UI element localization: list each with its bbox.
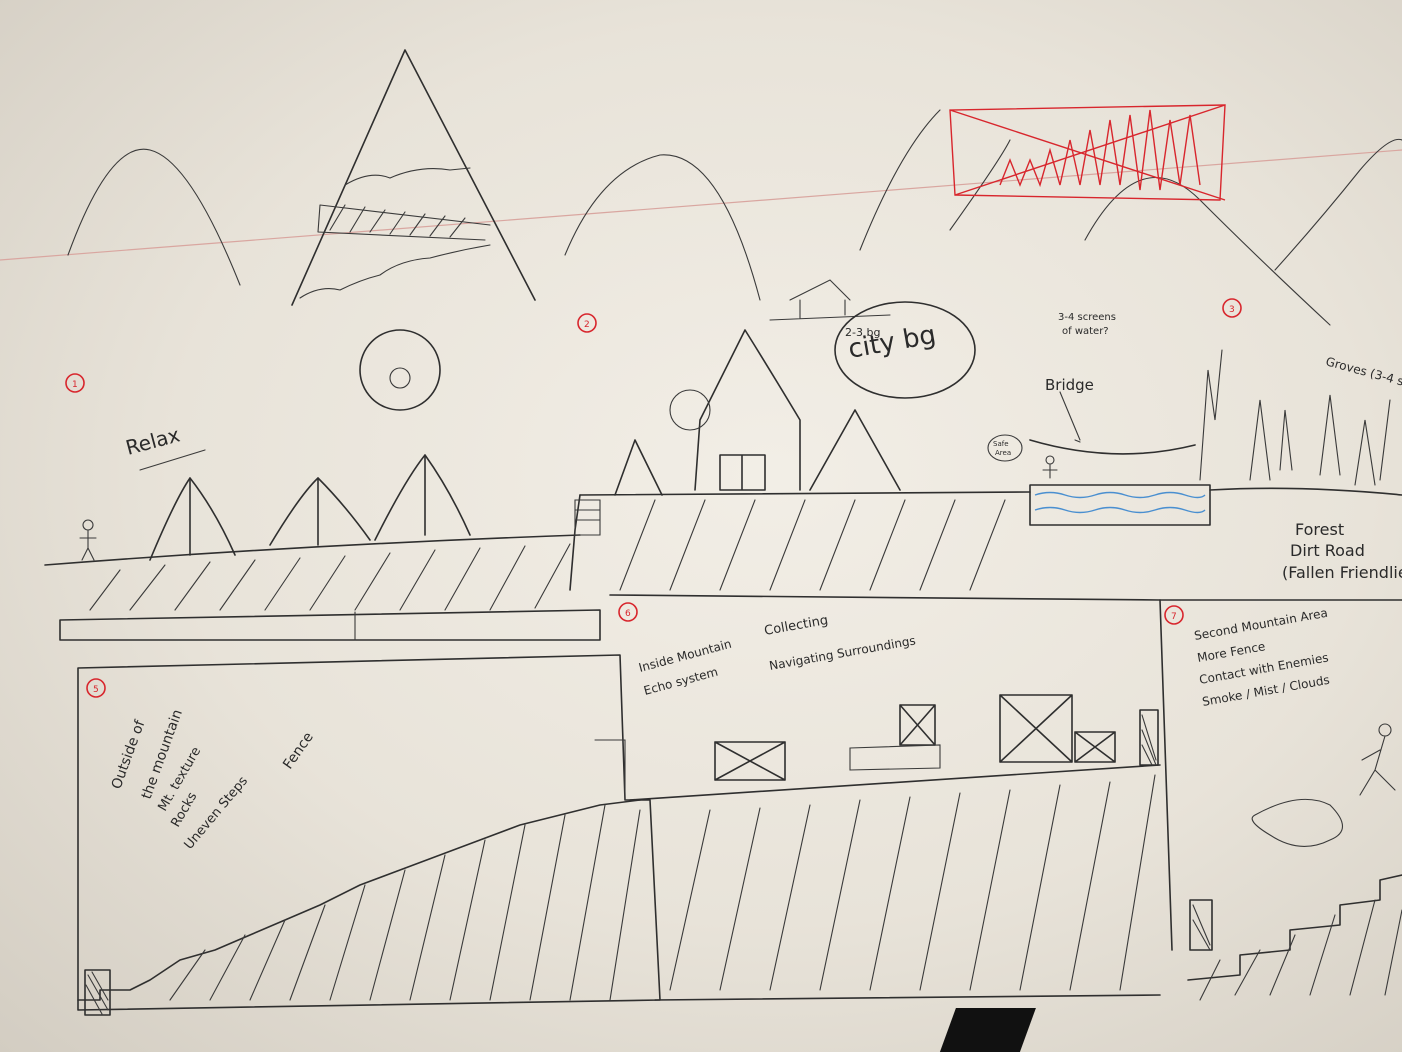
- sign-line-2: Area: [995, 449, 1011, 457]
- scene-7-marker: [1164, 605, 1184, 625]
- forest-label: Forest: [1295, 520, 1344, 539]
- guideline: [0, 149, 1402, 261]
- dirt-road-label: Dirt Road: [1290, 541, 1365, 560]
- safe-area-sign: [987, 434, 1023, 462]
- bg-count-label: 2-3 bg: [845, 326, 880, 339]
- scene-1-camp: Relax: [79, 329, 471, 561]
- scene-6-marker: [618, 602, 638, 622]
- scene-3-number: 3: [1229, 305, 1235, 315]
- scene-2-marker: [577, 313, 597, 333]
- background-mountains: [67, 49, 1402, 326]
- scene-5-panel: Outside of the mountain Mt. texture Rock…: [77, 654, 661, 1016]
- city-bg-bubble: [834, 301, 976, 399]
- collecting-label: Collecting: [763, 613, 829, 639]
- scene-6-panel: Inside Mountain Echo system Collecting N…: [594, 594, 1161, 1001]
- scene-2-city: 2-3 bg city bg: [569, 279, 1031, 591]
- scene-5-line-5: Uneven Steps: [182, 774, 252, 853]
- scene-6-number: 6: [625, 609, 631, 619]
- fence-label: Fence: [280, 729, 317, 772]
- scene-7-line-1: Second Mountain Area: [1193, 606, 1329, 643]
- sign-line-1: Safe: [993, 440, 1009, 448]
- screens-water-line-2: of water?: [1062, 326, 1109, 337]
- screens-water-line-1: 3-4 screens: [1058, 312, 1116, 323]
- bridge-label: Bridge: [1045, 376, 1094, 394]
- scene-7-number: 7: [1171, 612, 1177, 622]
- fallen-friendlies-label: (Fallen Friendlies): [1282, 563, 1402, 582]
- scene-7-panel: Second Mountain Area More Fence Contact …: [1159, 599, 1402, 1001]
- scene-5-marker: [86, 678, 106, 698]
- crossed-out-sketch: [949, 104, 1226, 201]
- scene-5-line-1: Outside of: [109, 717, 149, 791]
- scene-3-bridge-water: Bridge 3-4 screens of water? Safe Area: [987, 312, 1211, 526]
- scene-3-forest: Groves (3-4 screens long) Forest Dirt Ro…: [1199, 349, 1402, 582]
- scene-1-ground: [44, 534, 601, 641]
- scene-2-number: 2: [584, 320, 590, 330]
- scene-7-line-2: More Fence: [1196, 639, 1266, 665]
- navigating-label: Navigating Surroundings: [768, 633, 917, 673]
- relax-label: Relax: [123, 422, 182, 459]
- scene-6-line-1: Inside Mountain: [637, 637, 733, 675]
- scene-number-markers: 1 2 3 5 6 7: [65, 298, 1242, 698]
- scene-1-marker: [65, 373, 85, 393]
- scene-3-marker: [1222, 298, 1242, 318]
- scene-5-number: 5: [93, 685, 99, 695]
- scene-1-number: 1: [72, 380, 78, 390]
